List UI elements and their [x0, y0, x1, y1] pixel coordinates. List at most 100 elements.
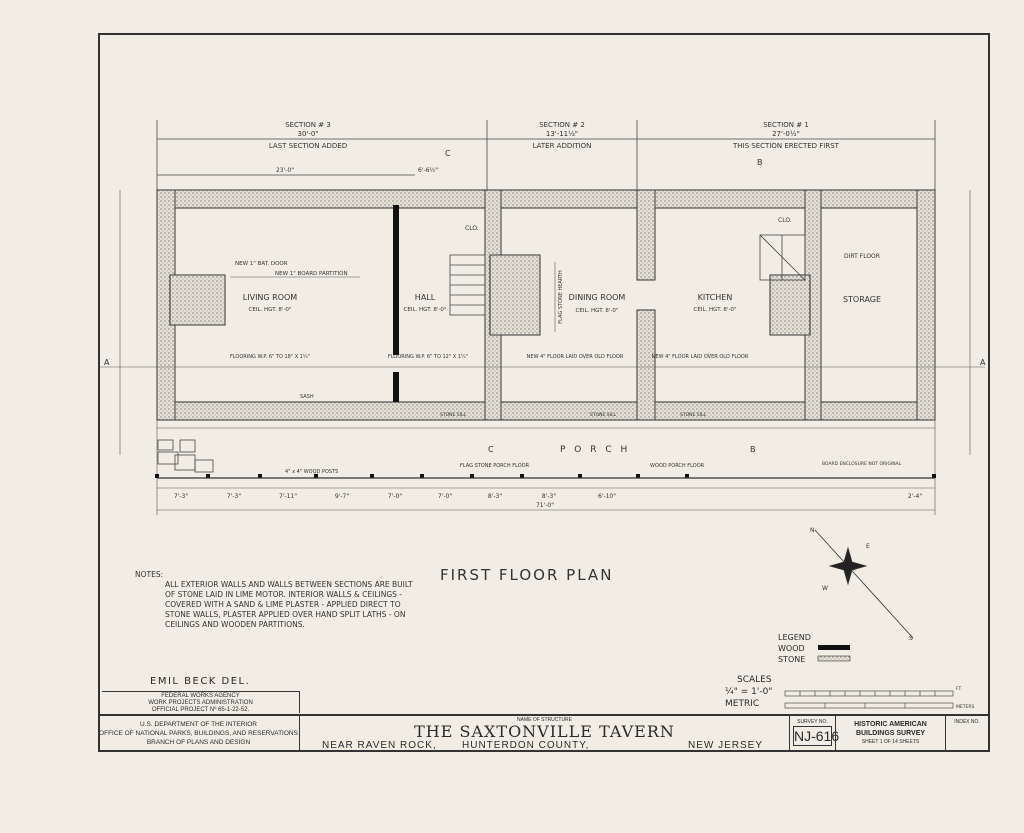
agency-line: U.S. DEPARTMENT OF THE INTERIOR [140, 721, 257, 728]
porch-dim: 8'-3" [488, 493, 502, 500]
wpa-line: OFFICIAL PROJECT Nº 65-1-22-52. [151, 707, 250, 713]
scale-imperial: ¼" = 1'-0" [725, 687, 773, 697]
room-storage-floor: DIRT FLOOR [844, 253, 880, 260]
notes: NOTES: ALL EXTERIOR WALLS AND WALLS BETW… [135, 570, 415, 630]
wpa-line: FEDERAL WORKS AGENCY [161, 693, 240, 699]
section-c-top: C [445, 149, 451, 158]
drawing-title: FIRST FLOOR PLAN [440, 566, 614, 584]
structure-cell: NAME OF STRUCTURE THE SAXTONVILLE TAVERN… [300, 716, 790, 752]
drawing-border [98, 33, 990, 752]
delineator: EMIL BECK DEL. [150, 676, 251, 687]
notes-text: ALL EXTERIOR WALLS AND WALLS BETWEEN SEC… [165, 580, 413, 629]
stone-walls [156, 189, 936, 421]
porch-dim: 8'-3" [542, 493, 556, 500]
section-2-note: LATER ADDITION [533, 142, 592, 150]
legend-stone: STONE [778, 655, 806, 664]
scale-bars [784, 690, 954, 709]
dimension-lines [100, 190, 985, 515]
porch-dim: 7'-3" [174, 493, 188, 500]
name-label: NAME OF STRUCTURE [517, 717, 572, 723]
room-kitchen-name: KITCHEN [698, 293, 733, 302]
room-hall-flooring: FLOORING W.P. 6" TO 12" X 1¼" [388, 354, 468, 360]
scale-ft-label: FT [956, 686, 962, 692]
scale-m-label: METERS [956, 704, 974, 710]
wpa-line: WORK PROJECTS ADMINISTRATION [148, 700, 253, 706]
stone-sill-3: STONE SILL [680, 412, 706, 418]
wood-posts-note: 4" x 4" WOOD POSTS [285, 469, 338, 475]
room-kitchen-ceiling: CEIL. HGT. 8'-0" [694, 307, 737, 313]
room-living-flooring: FLOORING W.P. 6" TO 18" X 1¼" [230, 354, 310, 360]
porch-dim: 7'-0" [438, 493, 452, 500]
legend-wood-swatch [818, 645, 850, 650]
room-dining-name: DINING ROOM [569, 293, 626, 302]
index-cell: INDEX NO. [946, 716, 988, 752]
north-arrow-icon [814, 529, 914, 639]
notes-heading: NOTES: [135, 570, 164, 579]
survey-label: SURVEY NO. [797, 719, 828, 725]
dim-top-1: 23'-0" [276, 167, 294, 174]
door-note: NEW 1" BAT. DOOR [235, 261, 288, 267]
wood-door [393, 372, 399, 402]
compass-s: S [909, 635, 913, 642]
room-dining-flooring: NEW 4" FLOOR LAID OVER OLD FLOOR [527, 354, 624, 360]
agency-line: OFFICE OF NATIONAL PARKS, BUILDINGS, AND… [99, 730, 298, 737]
section-1-length: 27'-0½" [772, 130, 800, 138]
stair [449, 234, 806, 316]
porch-dim: 2'-4" [908, 493, 922, 500]
structure-name: THE SAXTONVILLE TAVERN [414, 722, 675, 741]
closet-label: CLO. [465, 225, 479, 232]
legend-title: LEGEND [778, 633, 811, 642]
flag-stone-hearth-note: FLAG STONE HEARTH [558, 270, 564, 324]
section-dimensions [156, 120, 936, 190]
room-living-ceiling: CEIL. HGT. 8'-0" [249, 307, 292, 313]
habs-line: BUILDINGS SURVEY [855, 730, 926, 737]
overall-dim: 71'-0" [536, 502, 554, 509]
habs-cell: HISTORIC AMERICAN BUILDINGS SURVEY SHEET… [836, 716, 946, 752]
sheet-number: SHEET 1 OF 14 SHEETS [861, 739, 920, 745]
legend-stone-swatch [817, 655, 851, 662]
section-b-bottom: B [750, 445, 756, 454]
location: NEAR RAVEN ROCK, [322, 740, 437, 751]
section-3-note: LAST SECTION ADDED [269, 142, 347, 150]
board-enclosure-note: BOARD ENCLOSURE NOT ORIGINAL [822, 461, 902, 467]
section-3-name: SECTION # 3 [285, 121, 331, 129]
porch-dim: 6'-10" [598, 493, 616, 500]
stone-sill-1: STONE SILL [440, 412, 466, 418]
sash-label: SASH [300, 394, 314, 400]
title-block: U.S. DEPARTMENT OF THE INTERIOR OFFICE O… [98, 714, 990, 752]
wood-partition [393, 205, 399, 355]
room-storage-name: STORAGE [843, 295, 881, 304]
survey-cell: SURVEY NO. NJ-616 [790, 716, 840, 752]
state: NEW JERSEY [688, 740, 764, 751]
compass-n: N [810, 527, 815, 534]
porch-posts [155, 474, 936, 478]
county: HUNTERDON COUNTY, [462, 740, 590, 751]
section-1-note: THIS SECTION ERECTED FIRST [732, 142, 840, 150]
porch-dim: 7'-3" [227, 493, 241, 500]
scales-title: SCALES [737, 675, 772, 685]
agency-line: BRANCH OF PLANS AND DESIGN [146, 739, 251, 746]
survey-number: NJ-616 [793, 726, 840, 746]
section-c-bottom: C [488, 445, 494, 454]
section-3-length: 30'-0" [297, 130, 318, 138]
porch-dim: 7'-0" [388, 493, 402, 500]
room-hall-name: HALL [415, 293, 436, 302]
wood-porch-floor: WOOD PORCH FLOOR [650, 463, 705, 469]
habs-line: HISTORIC AMERICAN [854, 721, 927, 728]
scale-metric: METRIC [725, 699, 760, 709]
compass-w: W [822, 585, 828, 592]
closet-label-kitchen: CLO. [778, 217, 792, 224]
porch-stones [157, 439, 214, 473]
legend-wood: WOOD [778, 644, 805, 653]
section-a-left: A [104, 358, 110, 367]
room-living-name: LIVING ROOM [243, 293, 298, 302]
room-dining-ceiling: CEIL. HGT. 8'-0" [576, 308, 619, 314]
partition-note: NEW 1" BOARD PARTITION [275, 271, 348, 277]
agency-cell: U.S. DEPARTMENT OF THE INTERIOR OFFICE O… [98, 716, 300, 752]
porch-dim: 9'-7" [335, 493, 349, 500]
scales: SCALES ¼" = 1'-0" METRIC [725, 674, 772, 710]
compass-e: E [866, 543, 870, 550]
dim-top-2: 6'-6½" [418, 167, 438, 174]
porch-label: P O R C H [560, 445, 630, 455]
